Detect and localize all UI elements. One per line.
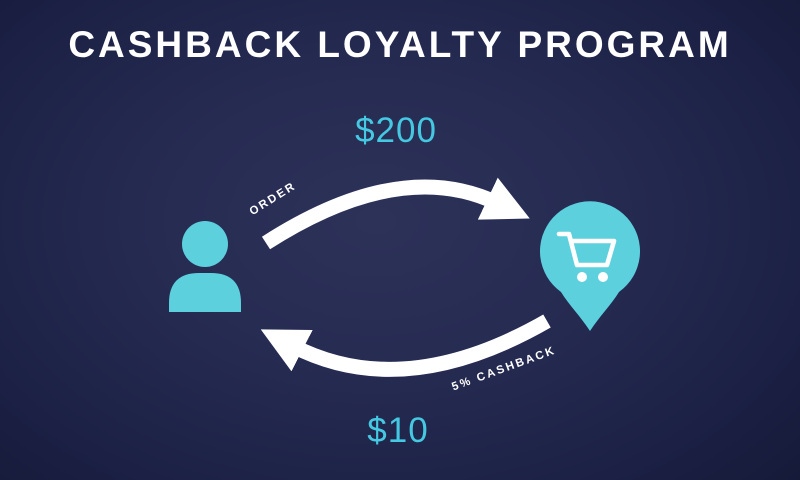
cashback-amount: $10: [367, 411, 429, 450]
order-amount: $200: [355, 111, 437, 150]
cart-body: [556, 231, 617, 268]
person-icon: [169, 221, 241, 312]
cart-icon: [556, 231, 617, 282]
cashback-arrow: [260, 314, 551, 377]
page-title: CASHBACK LOYALTY PROGRAM: [68, 24, 732, 65]
person-body: [169, 273, 241, 312]
person-head: [182, 221, 228, 267]
order-arrow: [261, 177, 530, 250]
cart-wheel-left: [577, 272, 587, 282]
cart-pin-icon: [539, 201, 640, 331]
cart-wheel-right: [598, 272, 608, 282]
